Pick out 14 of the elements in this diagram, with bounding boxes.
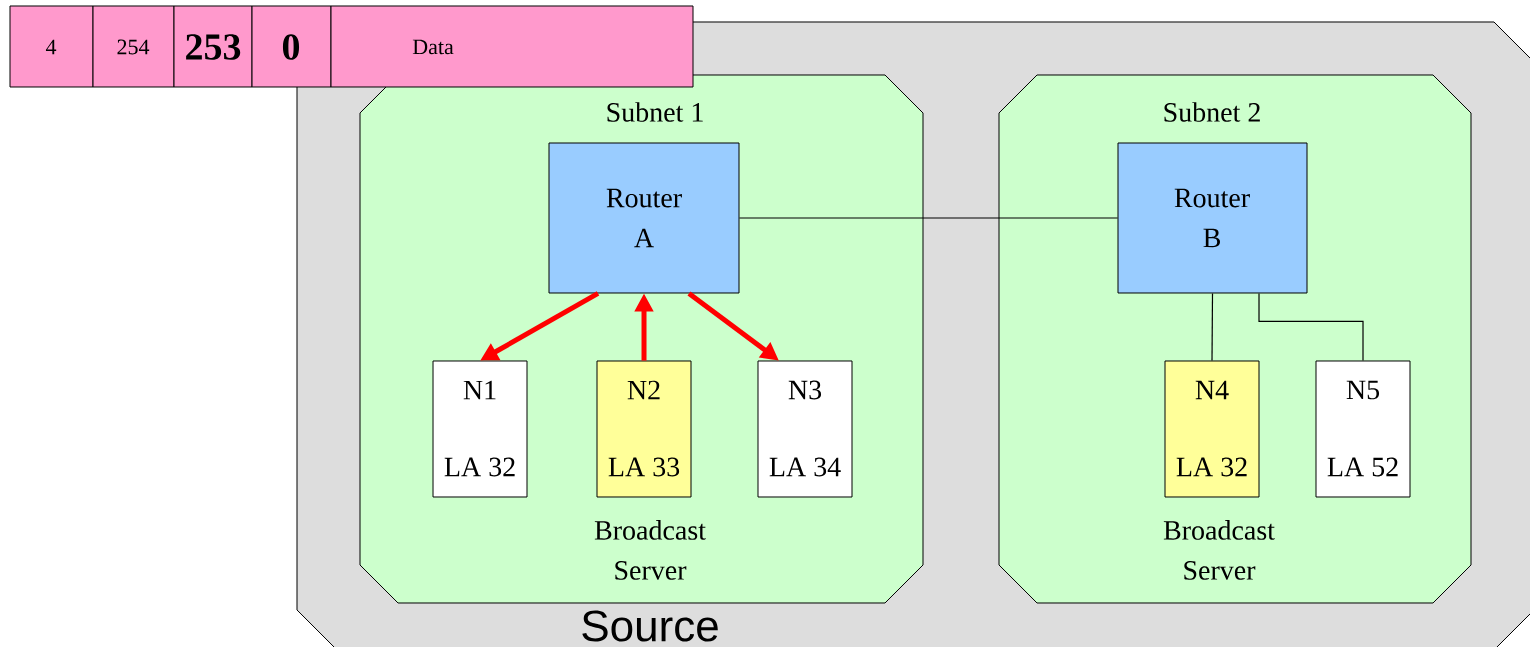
- host-box: N3 LA 34: [757, 360, 853, 498]
- connector-line: [1258, 292, 1364, 362]
- header-field: 4: [9, 5, 94, 88]
- router-box: Router A: [548, 142, 740, 294]
- header-field: 253: [173, 5, 253, 88]
- host-box: N5 LA 52: [1315, 360, 1411, 498]
- connector-line: [738, 217, 1119, 219]
- host-box: N1 LA 32: [432, 360, 528, 498]
- connector-line: [1211, 292, 1214, 362]
- header-field: 254: [92, 5, 175, 88]
- host-box: N2 LA 33: [596, 360, 692, 498]
- host-box: N4 LA 32: [1164, 360, 1260, 498]
- header-field: 0: [251, 5, 332, 88]
- router-box: Router B: [1117, 142, 1308, 294]
